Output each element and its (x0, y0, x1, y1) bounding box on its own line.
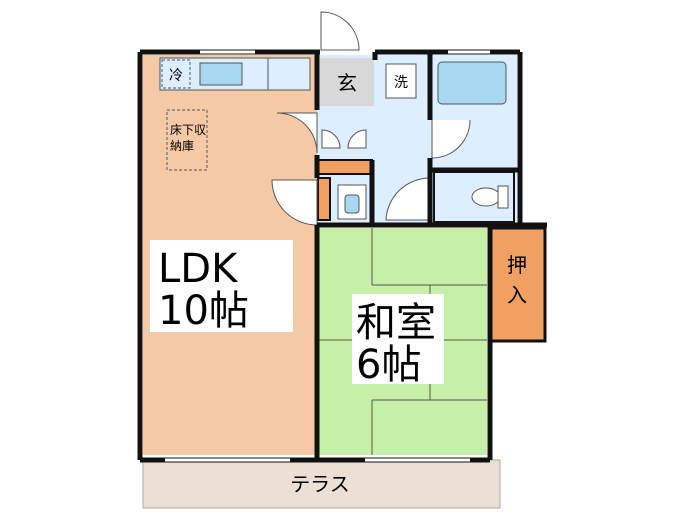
terrace-label: テラス (290, 472, 350, 496)
storage-block (317, 159, 373, 175)
windows (165, 49, 490, 462)
oshiire-closet (488, 226, 547, 343)
underfloor-storage (166, 109, 208, 171)
bathtub-icon (437, 61, 507, 105)
washer-box (385, 63, 417, 99)
toilet-icon (471, 187, 501, 207)
ldk-name: LDK (158, 246, 239, 292)
genkan-area (320, 58, 374, 106)
washer-label: 洗 (394, 75, 408, 91)
fridge-icon (161, 59, 191, 89)
ldk-label-box (150, 240, 293, 332)
oshiire-label-2: 入 (507, 283, 527, 307)
washitsu-label-box (352, 294, 444, 384)
genkan-label: 玄 (337, 71, 357, 95)
oshiire-label-1: 押 (507, 253, 527, 277)
washitsu-name: 和室 (356, 300, 436, 346)
washitsu-size: 6帖 (356, 342, 421, 388)
underfloor-label-1: 床下収 (170, 123, 206, 137)
storage-block-2 (317, 177, 331, 221)
kitchen-sink-icon (199, 62, 243, 86)
door-swings (271, 11, 471, 226)
terrace-area (142, 459, 501, 509)
fridge-label: 冷 (169, 68, 183, 84)
ldk-size: 10帖 (158, 288, 249, 334)
underfloor-label-2: 納庫 (170, 139, 194, 153)
